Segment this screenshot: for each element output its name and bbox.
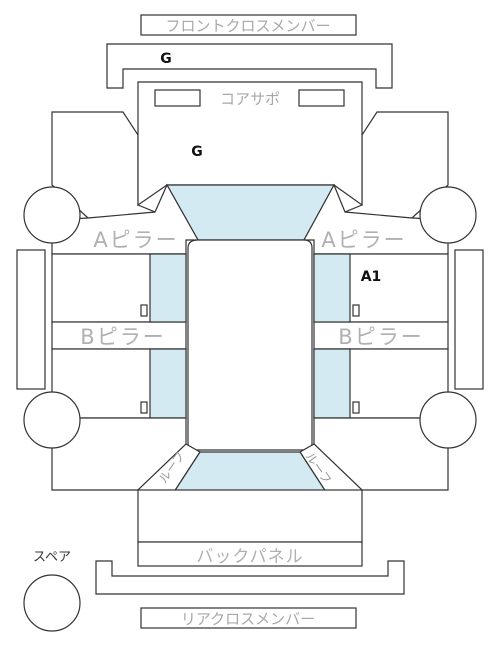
rear-cross-member-box[interactable] [140,607,357,629]
right-front-wheel[interactable] [419,186,477,244]
right-front-door-handle [352,304,360,317]
rear-window[interactable] [172,451,328,493]
left-front-wheel[interactable] [23,186,81,244]
spare-label: スペア [33,550,71,565]
trunk[interactable] [137,489,363,543]
right-front-door-code: A1 [361,269,382,285]
back-panel[interactable] [137,541,363,567]
left-side-sill[interactable] [16,249,46,390]
left-rear-wheel[interactable] [23,391,81,449]
right-side-sill[interactable] [454,249,484,390]
left-headlight [154,89,201,107]
front-cross-member-code: G [160,51,172,67]
rear-cross-member-label: リアクロスメンバー [181,610,315,628]
front-cross-member-box[interactable] [140,14,357,36]
core-support-code: G [191,144,203,160]
left-a-pillar-label: Aピラー [93,228,178,252]
right-rear-wheel[interactable] [419,391,477,449]
left-front-door-handle [140,304,148,317]
front-cross-member[interactable] [106,43,393,89]
spare-tire[interactable] [23,574,81,632]
left-front-window[interactable] [149,253,187,323]
right-front-window[interactable] [313,253,351,323]
back-panel-label: バックパネル [196,547,303,567]
right-a-pillar-label: Aピラー [321,228,406,252]
right-headlight [298,89,345,107]
left-rear-door-handle [140,401,148,414]
roof[interactable] [187,239,313,451]
left-b-pillar[interactable] [51,321,187,350]
right-rear-door-handle [352,401,360,414]
left-b-pillar-label: Bピラー [80,325,165,349]
front-cross-member-label: フロントクロスメンバー [165,17,330,35]
core-support-label: コアサポ [220,90,280,108]
rear-cross-member[interactable] [95,560,405,595]
right-rear-window[interactable] [313,348,351,419]
left-rear-window[interactable] [149,348,187,419]
right-b-pillar-label: Bピラー [338,325,423,349]
